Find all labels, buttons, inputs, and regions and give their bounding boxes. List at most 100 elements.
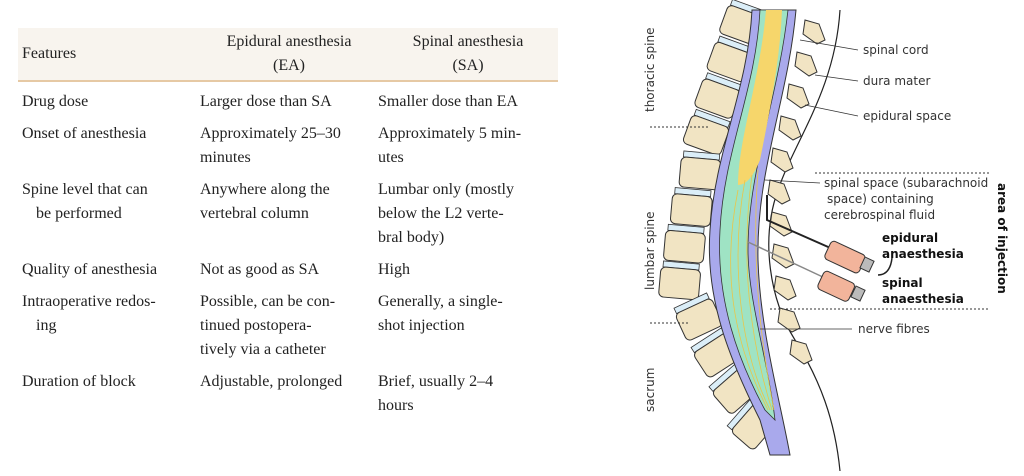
cell-line: Anywhere along the bbox=[200, 181, 330, 198]
cell-line: utes bbox=[378, 149, 404, 166]
cell-spinal: Brief, usually 2–4 hours bbox=[378, 370, 558, 418]
label-line: epidural bbox=[882, 231, 939, 245]
table-row: Duration of block Adjustable, prolonged Br… bbox=[18, 370, 558, 418]
cell-feature: Onset of anesthesia bbox=[22, 122, 198, 146]
label-line: cerebrospinal fluid bbox=[824, 208, 936, 222]
label-line: anaesthesia bbox=[882, 247, 964, 261]
cell-line: Lumbar only (mostly bbox=[378, 181, 514, 198]
cell-spinal: Approximately 5 min-utes bbox=[378, 122, 558, 170]
cell-line: Larger dose than SA bbox=[200, 93, 332, 110]
cell-line: vertebral column bbox=[200, 205, 309, 222]
label-spinal-cord: spinal cord bbox=[863, 43, 929, 57]
cell-line: Duration of block bbox=[22, 373, 136, 390]
label-line: space) containing bbox=[827, 192, 934, 206]
spinous-process bbox=[786, 83, 810, 109]
cell-line: Intraoperative redos- bbox=[22, 293, 156, 310]
cell-line: Smaller dose than EA bbox=[378, 93, 518, 110]
label-spinal-anaesthesia: spinal anaesthesia bbox=[882, 275, 964, 307]
header-text: (SA) bbox=[452, 57, 484, 74]
label-nerve-fibres: nerve fibres bbox=[858, 322, 930, 336]
spinous-process bbox=[789, 339, 813, 365]
cell-epidural: Adjustable, prolonged bbox=[200, 370, 378, 394]
cell-line: tively via a catheter bbox=[200, 341, 326, 358]
cell-feature: Drug dose bbox=[22, 90, 198, 114]
dura-band bbox=[708, 9, 797, 456]
cell-epidural: Anywhere along the vertebral column bbox=[200, 178, 378, 226]
cell-line: Generally, a single- bbox=[378, 293, 503, 310]
cell-line: Approximately 25–30 bbox=[200, 125, 341, 142]
spinous-process bbox=[777, 307, 801, 333]
cell-line: hours bbox=[378, 397, 414, 414]
spinous-process bbox=[794, 51, 818, 77]
header-text: Features bbox=[22, 45, 77, 62]
cell-line: Quality of anesthesia bbox=[22, 261, 158, 278]
label-epidural-anaesthesia: epidural anaesthesia bbox=[882, 230, 964, 262]
header-text: Epidural anesthesia bbox=[226, 33, 352, 50]
epidural-syringe bbox=[766, 195, 893, 276]
region-dividers bbox=[650, 126, 990, 324]
cell-line: Onset of anesthesia bbox=[22, 125, 147, 142]
cell-line: Possible, can be con- bbox=[200, 293, 336, 310]
back-skin-line bbox=[768, 9, 841, 472]
header-text: (EA) bbox=[273, 57, 305, 74]
spine-illustration bbox=[650, 0, 990, 472]
vertebral-body bbox=[663, 229, 706, 264]
vertebra bbox=[663, 223, 706, 264]
header-features: Features bbox=[22, 42, 198, 66]
cell-line: Spine level that can bbox=[22, 181, 148, 198]
vertebra bbox=[682, 108, 731, 156]
spinous-process bbox=[778, 115, 802, 141]
cell-epidural: Approximately 25–30 minutes bbox=[200, 122, 378, 170]
vertebral-body bbox=[658, 266, 701, 301]
vertebra bbox=[678, 150, 722, 191]
cell-line: minutes bbox=[200, 149, 251, 166]
label-line: spinal space (subarachnoid bbox=[824, 176, 989, 190]
cell-line: be performed bbox=[36, 205, 122, 222]
table-row: Drug dose Larger dose than SA Smaller dose… bbox=[18, 90, 558, 114]
vertebra bbox=[669, 187, 713, 227]
cell-line: bral body) bbox=[378, 229, 445, 246]
vertebra bbox=[706, 35, 755, 82]
spinous-process bbox=[767, 179, 791, 205]
cell-line: Brief, usually 2–4 bbox=[378, 373, 494, 390]
cell-epidural: Possible, can be con-tinued postopera-ti… bbox=[200, 290, 378, 362]
spinous-process bbox=[802, 19, 826, 45]
spinous-processes bbox=[767, 19, 826, 365]
label-area-of-injection: area of injection bbox=[995, 183, 1009, 294]
nerve-fibres-lines bbox=[730, 169, 775, 411]
cell-feature: Quality of anesthesia bbox=[22, 258, 198, 282]
label-sacrum: sacrum bbox=[643, 367, 657, 412]
cell-epidural: Larger dose than SA bbox=[200, 90, 378, 114]
cell-line: High bbox=[378, 261, 410, 278]
cell-feature: Intraoperative redos-ing bbox=[22, 290, 198, 338]
table-header: Features Epidural anesthesia (EA) Spinal … bbox=[18, 28, 558, 82]
cell-spinal: High bbox=[378, 258, 558, 282]
cell-feature: Spine level that can be performed bbox=[22, 178, 198, 226]
spinous-process bbox=[771, 243, 795, 269]
table-body: Drug dose Larger dose than SA Smaller dose… bbox=[18, 90, 558, 418]
spinous-process bbox=[770, 147, 794, 173]
cell-line: Approximately 5 min- bbox=[378, 125, 522, 142]
comparison-table: Features Epidural anesthesia (EA) Spinal … bbox=[18, 28, 558, 418]
vertebra bbox=[658, 260, 701, 301]
label-dura-mater: dura mater bbox=[863, 74, 931, 88]
header-epidural: Epidural anesthesia (EA) bbox=[200, 30, 378, 78]
label-epidural-space: epidural space bbox=[863, 109, 952, 123]
table-row: Spine level that can be performed Anywhere… bbox=[18, 178, 558, 250]
leader-lines bbox=[760, 39, 859, 330]
vertebral-body bbox=[682, 115, 730, 156]
header-text: Spinal anesthesia bbox=[412, 33, 524, 50]
cell-line: Drug dose bbox=[22, 93, 89, 110]
cell-line: Adjustable, prolonged bbox=[200, 373, 343, 390]
spinous-process bbox=[773, 275, 797, 301]
vertebra bbox=[694, 72, 743, 119]
cell-line: ing bbox=[36, 317, 57, 334]
label-lumbar-spine: lumbar spine bbox=[643, 211, 657, 290]
cell-line: below the L2 verte- bbox=[378, 205, 504, 222]
header-spinal: Spinal anesthesia (SA) bbox=[378, 30, 558, 78]
cell-spinal: Generally, a single-shot injection bbox=[378, 290, 558, 338]
cell-line: tinued postopera- bbox=[200, 317, 312, 334]
label-spinal-space: spinal space (subarachnoid space) contai… bbox=[824, 175, 988, 223]
